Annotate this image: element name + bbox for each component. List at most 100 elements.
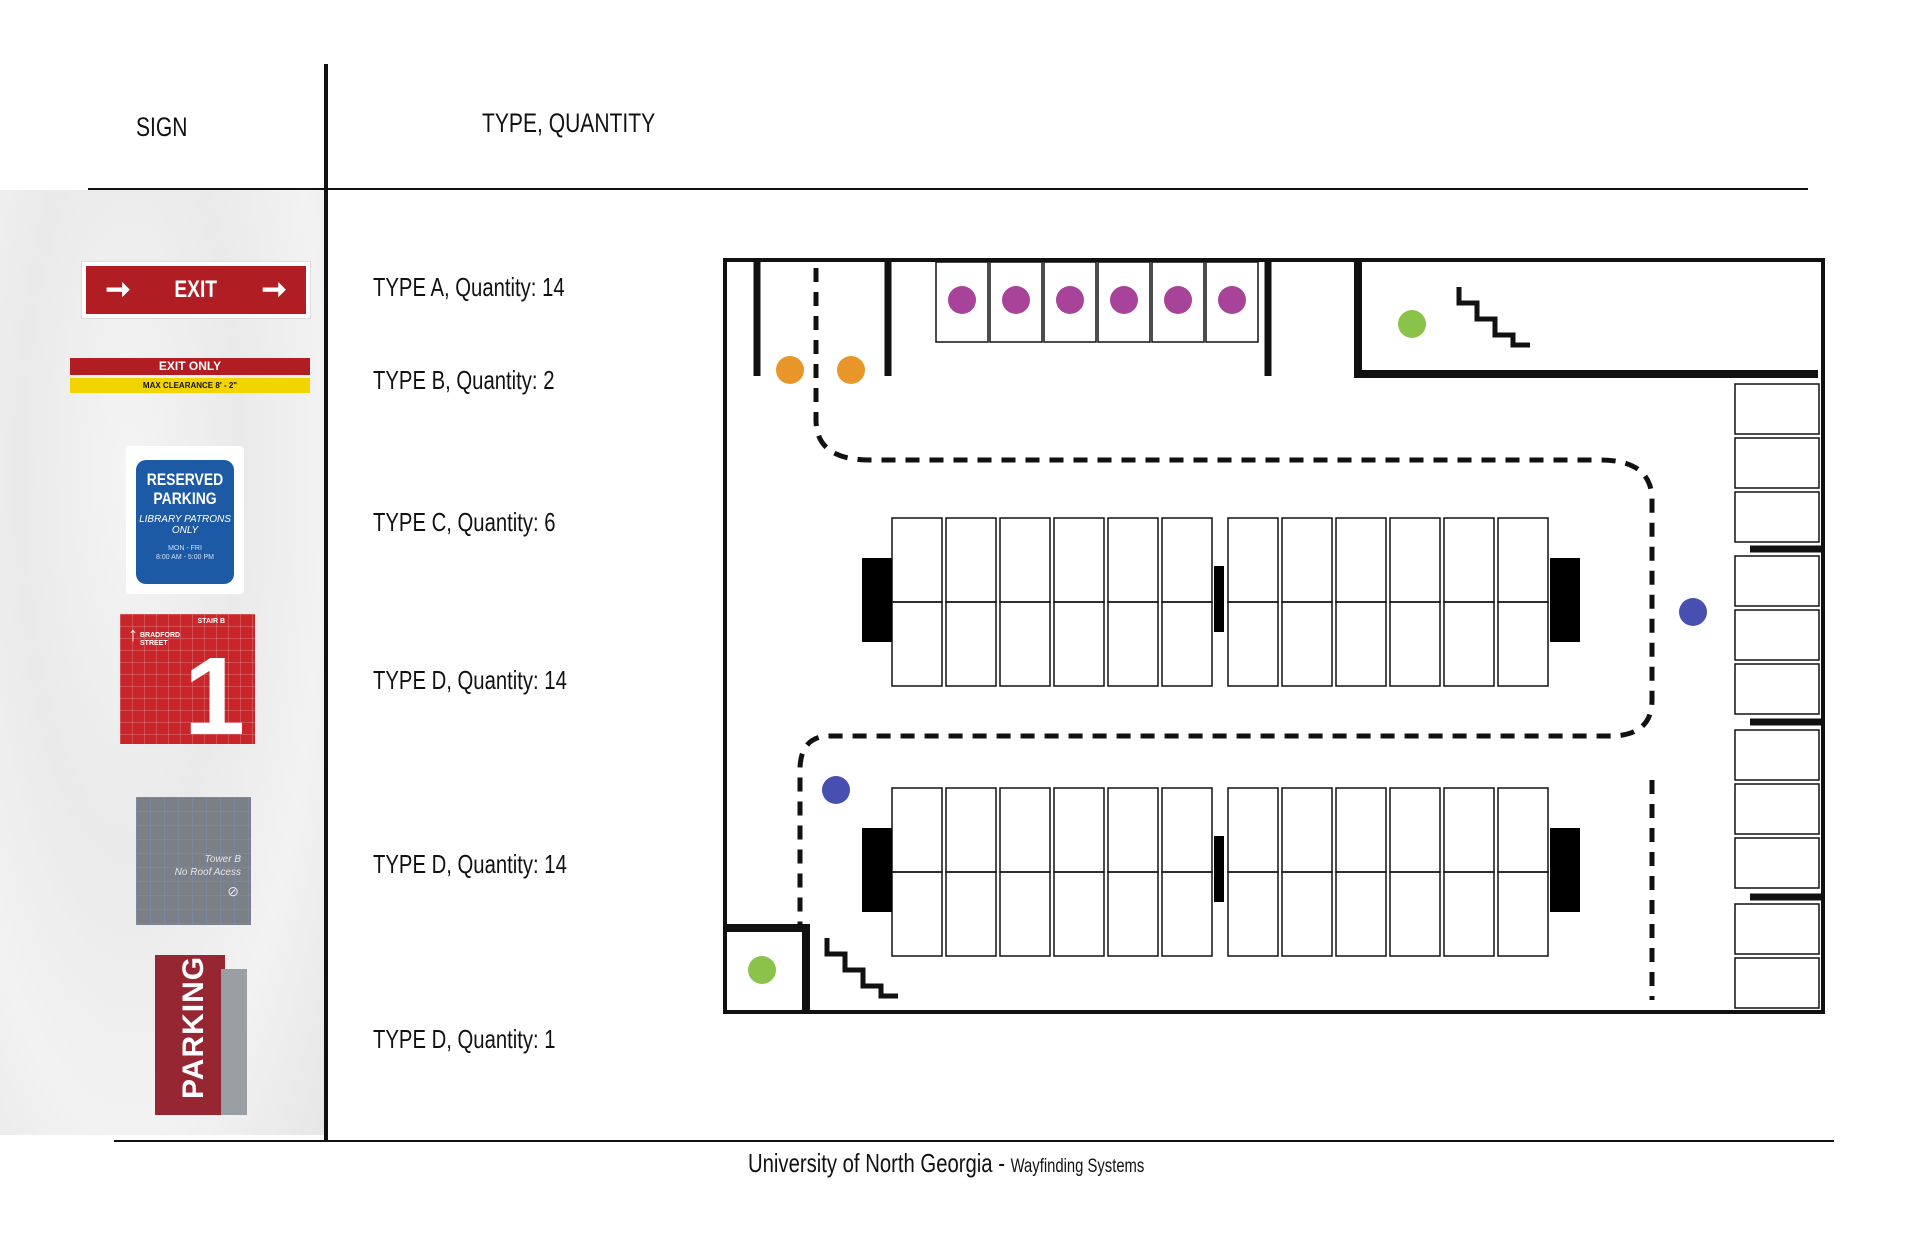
row-label-type-d-2: TYPE D, Quantity: 14 [373,849,567,879]
parking-stall [1107,787,1159,873]
parking-stall [1389,787,1441,873]
stair-label: STAIR B [197,618,225,625]
type-a-marker [948,286,976,314]
parking-stall [1443,517,1495,603]
upper-stall-block [891,517,1549,687]
parking-stall [945,787,997,873]
parking-stall [1161,871,1213,957]
parking-stall [891,871,943,957]
level-number: 1 [183,635,245,758]
parking-stall [1734,729,1820,781]
sign-column-header: SIGN [136,112,188,142]
parking-stall [891,601,943,687]
plan-outline [723,258,1825,1014]
parking-stall [935,261,989,343]
footer-subtitle: Wayfinding Systems [1010,1156,1145,1177]
parking-stall [1227,787,1279,873]
row-label-type-a: TYPE A, Quantity: 14 [373,272,565,302]
parking-stall [1734,957,1820,1009]
parking-stall [1734,383,1820,435]
type-a-marker [1110,286,1138,314]
type-a-marker [1164,286,1192,314]
parking-stall [1281,517,1333,603]
stairs-icon [824,938,898,999]
parking-stall [1161,601,1213,687]
parking-stall [1335,601,1387,687]
parking-stall [1043,261,1097,343]
parking-stall [1281,787,1333,873]
parking-stall [1053,517,1105,603]
type-a-marker [1218,286,1246,314]
row-label-type-d-3: TYPE D, Quantity: 1 [373,1024,556,1054]
parking-stall [1497,517,1549,603]
row-label-type-d-1: TYPE D, Quantity: 14 [373,665,567,695]
parking-stall [1161,517,1213,603]
type-a-marker [1002,286,1030,314]
exit-sign-text: EXIT [174,276,218,303]
parking-stall [1497,787,1549,873]
parking-stall [1281,601,1333,687]
parking-stall [1053,601,1105,687]
parking-stall [1097,261,1151,343]
type-b-marker [776,356,804,384]
hours-text: 8:00 AM - 5:00 PM [156,554,214,561]
header-divider [88,188,1808,190]
tower-text: Tower B [204,854,241,865]
library-patrons-text: LIBRARY PATRONS [139,514,231,525]
parking-stall [1053,787,1105,873]
right-arrow-icon: ➞ [261,273,287,306]
parking-stall [1734,555,1820,607]
up-arrow-icon: ↑ [128,624,138,646]
parking-stall [1205,261,1259,343]
stairwell-wall [727,924,810,1010]
right-stalls [1734,383,1820,1009]
type-c-marker [1398,310,1426,338]
row-label-type-c: TYPE C, Quantity: 6 [373,507,556,537]
parking-stall [945,517,997,603]
exit-only-text: EXIT ONLY [70,358,310,375]
parking-stall [1734,437,1820,489]
traffic-path [797,268,1655,930]
stairwell-wall [1354,262,1818,378]
parking-stall [1734,663,1820,715]
parking-stall [1335,787,1387,873]
parking-stall [891,787,943,873]
parking-stall [1734,783,1820,835]
parking-stall [1734,903,1820,955]
no-roof-access-text: No Roof Acess [174,867,241,878]
parking-stall [945,871,997,957]
parking-stall [1734,491,1820,543]
parking-stall [1227,871,1279,957]
type-d-marker [822,776,850,804]
parking-stall [1389,601,1441,687]
no-entry-icon: ⊘ [227,883,239,899]
parking-text: PARKING [153,489,217,508]
parking-stall [1497,601,1549,687]
parking-stall [1443,601,1495,687]
column [1214,566,1224,632]
column [862,828,892,912]
parking-stall [1389,871,1441,957]
column [1550,558,1580,642]
right-arrow-icon: ➞ [105,273,131,306]
top-stalls [935,261,1259,343]
exit-only-clearance-sign: EXIT ONLY MAX CLEARANCE 8' - 2" [70,358,310,396]
parking-stall [999,517,1051,603]
parking-stall [1107,871,1159,957]
column [1550,828,1580,912]
parking-stall [999,787,1051,873]
parking-stall [1151,261,1205,343]
parking-stall [1335,517,1387,603]
parking-stall [1335,871,1387,957]
parking-stall [1497,871,1549,957]
days-text: MON - FRI [168,545,202,552]
parking-stall [999,601,1051,687]
clearance-text: MAX CLEARANCE 8' - 2" [70,378,310,393]
footer-divider [114,1140,1834,1142]
parking-stall [1161,787,1213,873]
parking-stall [1227,601,1279,687]
column [862,558,892,642]
